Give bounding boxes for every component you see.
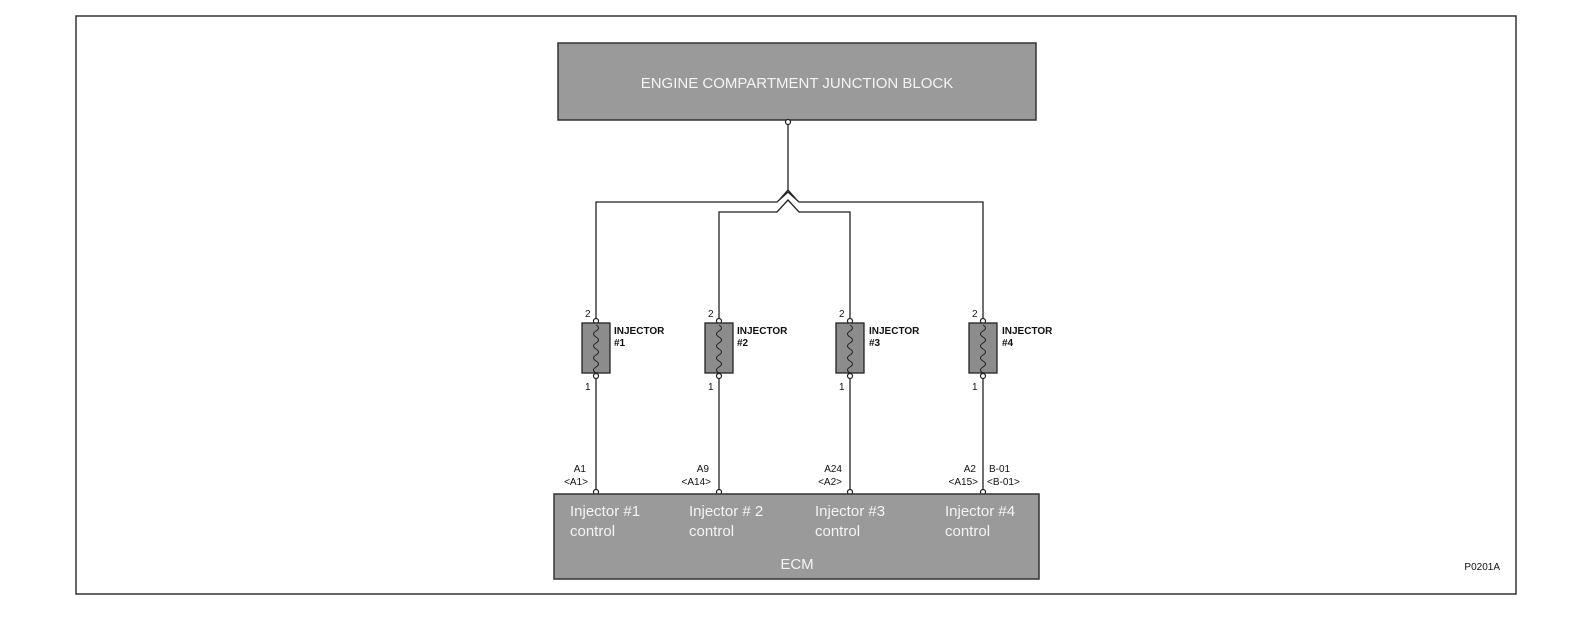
injector-4-ecm-pin-alt: <A15> (949, 477, 979, 488)
injector-2-number: #2 (737, 338, 749, 349)
injector-2-ecm-pin: A9 (697, 464, 710, 475)
injector-3-ecm-pin-alt: <A2> (818, 477, 842, 488)
injector-3-number: #3 (869, 338, 881, 349)
junction-block-terminal (784, 118, 792, 126)
injector-1-ecm-pin: A1 (574, 464, 587, 475)
ecm-label: ECM (780, 556, 813, 573)
injector-3-coil (847, 324, 853, 374)
injector-1-pin-bottom (592, 372, 600, 380)
extra-ecm-pin-alt: <B-01> (987, 477, 1020, 488)
junction-block-box (557, 42, 1037, 121)
ecm-box (553, 493, 1040, 580)
injector-4-name: INJECTOR (1002, 326, 1053, 337)
ecm-block: Injector #1 control Injector # 2 control… (553, 493, 1040, 580)
injector-4-pin-top-label: 2 (972, 309, 978, 320)
injector-1-name: INJECTOR (614, 326, 665, 337)
injector-2-ecm-pin-alt: <A14> (682, 477, 712, 488)
injector-3-pin-bottom-label: 1 (839, 382, 845, 393)
ecm-control-2-line2: control (689, 523, 734, 540)
ecm-control-1-line2: control (570, 523, 615, 540)
ecm-control-3-line2: control (815, 523, 860, 540)
injector-1-pin-bottom-label: 1 (585, 382, 591, 393)
junction-block-label: ENGINE COMPARTMENT JUNCTION BLOCK (641, 75, 954, 92)
injector-3-pin-bottom (846, 372, 854, 380)
injector-3-pin-top-label: 2 (839, 309, 845, 320)
injector-3-name: INJECTOR (869, 326, 920, 337)
injector-3: 2 1 INJECTOR #3 A24 <A2> (818, 309, 920, 490)
injector-2-name: INJECTOR (737, 326, 788, 337)
injector-4-pin-bottom (979, 372, 987, 380)
injector-1: 2 1 INJECTOR #1 A1 <A1> (564, 309, 665, 490)
inner-branch-wire (718, 199, 851, 318)
injector-1-number: #1 (614, 338, 626, 349)
injector-2: 2 1 INJECTOR #2 A9 <A14> (682, 309, 788, 490)
injector-1-ecm-pin-alt: <A1> (564, 477, 588, 488)
injector-2-pin-top-label: 2 (708, 309, 714, 320)
injector-4-coil (980, 324, 986, 374)
injector-2-pin-bottom (715, 372, 723, 380)
injector-2-coil (716, 324, 722, 374)
junction-block: ENGINE COMPARTMENT JUNCTION BLOCK (557, 42, 1037, 121)
ecm-control-3-line1: Injector #3 (815, 503, 885, 520)
figure-reference: P0201A (1464, 562, 1500, 573)
ecm-control-4-line1: Injector #4 (945, 503, 1015, 520)
injector-3-ecm-pin: A24 (824, 464, 842, 475)
outer-branch-wire (595, 191, 984, 318)
injector-2-pin-bottom-label: 1 (708, 382, 714, 393)
injector-4-pin-bottom-label: 1 (972, 382, 978, 393)
ecm-control-2-line1: Injector # 2 (689, 503, 763, 520)
injector-4: 2 1 INJECTOR #4 A2 <A15> (949, 309, 1053, 490)
injector-1-pin-top-label: 2 (585, 309, 591, 320)
ecm-control-4-line2: control (945, 523, 990, 540)
injector-4-number: #4 (1002, 338, 1014, 349)
injector-4-ecm-pin: A2 (964, 464, 977, 475)
injector-1-coil (593, 324, 599, 374)
ecm-control-1-line1: Injector #1 (570, 503, 640, 520)
extra-ecm-pin: B-01 (989, 464, 1011, 475)
